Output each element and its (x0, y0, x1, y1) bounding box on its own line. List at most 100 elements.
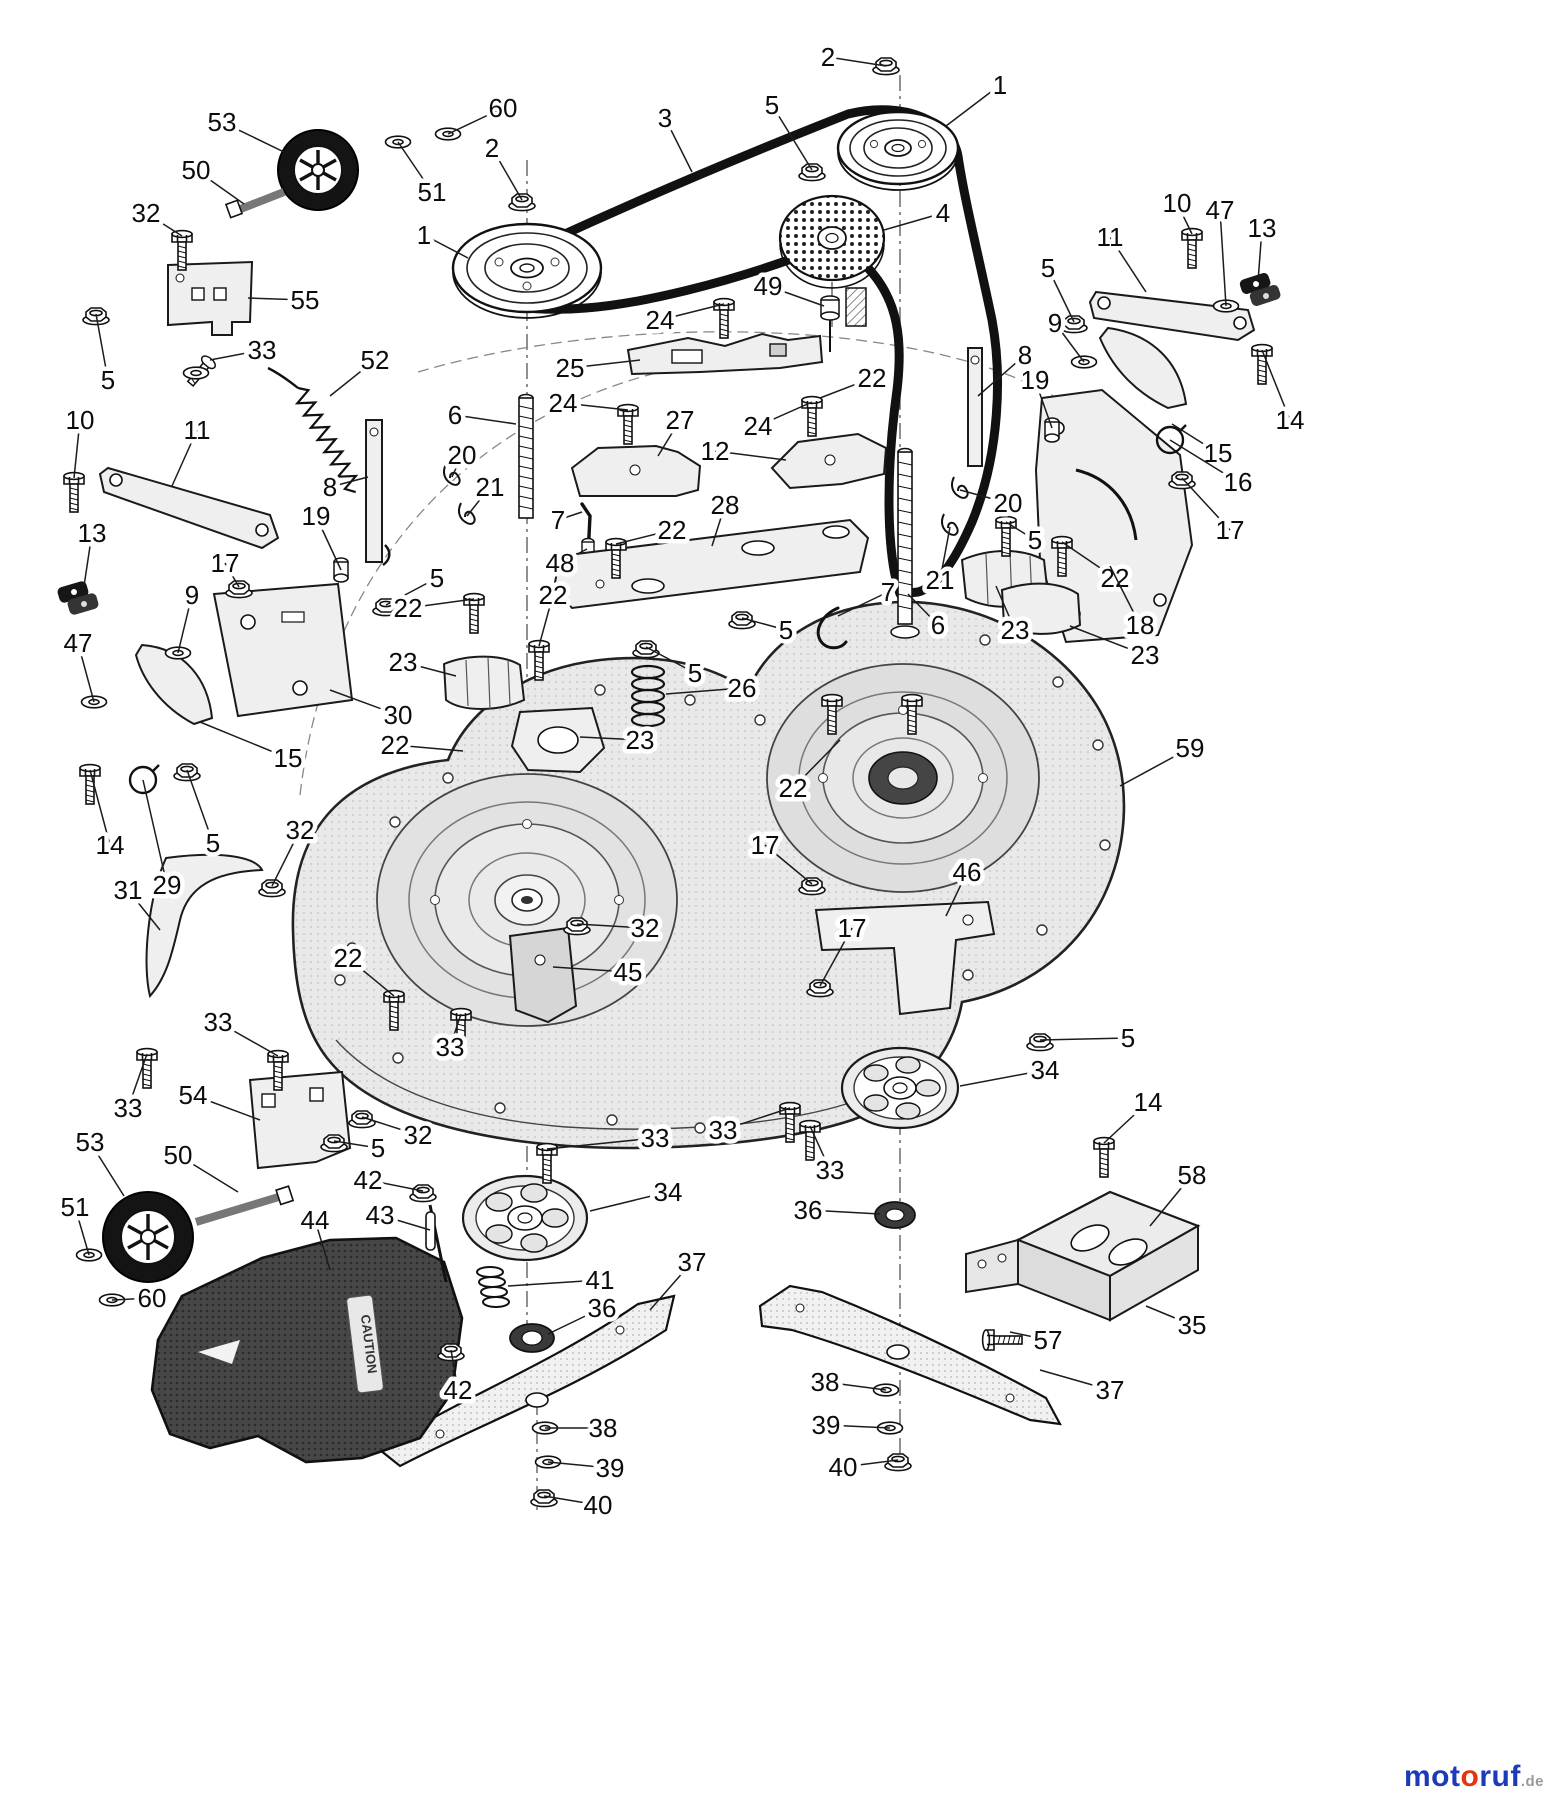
leader-line (659, 303, 725, 321)
callout-50: 50 (182, 155, 211, 185)
idler-bracket-25 (626, 332, 824, 376)
callout-33: 33 (709, 1115, 738, 1145)
drive-belt (463, 105, 1002, 599)
callout-9: 9 (1048, 308, 1062, 338)
leader-line (959, 489, 1009, 504)
callout-4: 4 (936, 198, 950, 228)
leader-line (1257, 227, 1263, 283)
callout-22: 22 (381, 730, 410, 760)
leader-line (546, 1137, 656, 1150)
gauge-wheel-top-left (277, 129, 359, 211)
flange-nut (1060, 315, 1088, 334)
knob-13-right (1239, 273, 1281, 306)
leader-line (1054, 322, 1085, 363)
leader-line (664, 117, 693, 173)
leader-line (447, 107, 504, 135)
wheel-bracket-54 (248, 1070, 352, 1170)
leader-line (939, 526, 951, 581)
callout-23: 23 (1001, 615, 1030, 645)
leader-line (192, 1094, 261, 1121)
callout-14: 14 (1134, 1087, 1163, 1117)
callout-17: 17 (751, 830, 780, 860)
leader-line (1039, 1369, 1111, 1391)
callout-22: 22 (779, 773, 808, 803)
discharge-chute-guard: CAUTION (150, 1204, 464, 1464)
callout-60: 60 (138, 1283, 167, 1313)
extension-spring-52 (267, 366, 391, 566)
pivot-stud-19-right (1044, 417, 1060, 443)
chute-spring-41 (476, 1266, 510, 1308)
leader-line (1069, 625, 1146, 656)
callout-6: 6 (931, 610, 945, 640)
callout-24: 24 (646, 305, 675, 335)
callout-22: 22 (539, 580, 568, 610)
washer (182, 366, 210, 380)
flange-nut (320, 1134, 348, 1153)
wheel-bracket-55 (167, 260, 254, 336)
hex-bolt (1181, 227, 1203, 269)
leader-line (329, 476, 369, 488)
callout-51: 51 (61, 1192, 90, 1222)
bearing-36-right (874, 1201, 916, 1229)
callout-60: 60 (489, 93, 518, 123)
leader-line (819, 377, 873, 399)
wheel-axle-bolt-top (224, 188, 286, 219)
blade-brake-rod-7-right (816, 606, 848, 650)
flange-nut (563, 917, 591, 936)
callout-5: 5 (1121, 1023, 1135, 1053)
callout-20: 20 (994, 488, 1023, 518)
callout-39: 39 (812, 1410, 841, 1440)
knob-13-left (57, 581, 99, 615)
leader-line (195, 169, 245, 205)
mounting-plate-58 (965, 1190, 1201, 1322)
bracket-45 (508, 926, 578, 1024)
leader-line (1103, 1101, 1149, 1144)
leader-line (589, 1191, 669, 1212)
deflector-vane-31 (145, 853, 264, 999)
callout-37: 37 (678, 1247, 707, 1277)
callout-17: 17 (838, 913, 867, 943)
callout-33: 33 (204, 1007, 233, 1037)
bracket-12 (770, 432, 888, 490)
callout-15: 15 (274, 743, 303, 773)
callout-12: 12 (701, 436, 730, 466)
chute-caution-label: CAUTION (358, 1314, 380, 1375)
leader-line (451, 454, 463, 478)
leader-line (569, 359, 641, 369)
flange-nut (173, 763, 201, 782)
flange-nut (508, 193, 536, 212)
leader-line (127, 1053, 148, 1109)
watermark-brand-part1: mot (1403, 1760, 1461, 1793)
callout-11: 11 (184, 415, 211, 445)
leader-line (1047, 267, 1075, 323)
leader-line (665, 687, 743, 695)
leader-line (562, 402, 629, 411)
leader-line (367, 1179, 424, 1192)
callout-33: 33 (114, 1093, 143, 1123)
leader-line (547, 1461, 611, 1469)
callout-47: 47 (64, 628, 93, 658)
leader-line (1039, 1037, 1129, 1041)
leader-line (186, 769, 214, 844)
leader-line (543, 1495, 599, 1506)
leader-line (397, 141, 433, 193)
leader-line (741, 617, 787, 631)
leader-line (1009, 1331, 1049, 1341)
leader-line (402, 661, 457, 677)
callout-7: 7 (551, 505, 565, 535)
leader-line (827, 56, 887, 67)
callout-34: 34 (1031, 1055, 1060, 1085)
wheel-axle-bolt-bottom (194, 1185, 295, 1226)
callout-33: 33 (436, 1032, 465, 1062)
flange-nut (1168, 471, 1196, 490)
leader-line (329, 689, 399, 716)
callout-8: 8 (1018, 340, 1032, 370)
leader-line (83, 532, 93, 587)
leader-line (127, 889, 161, 931)
callout-14: 14 (96, 830, 125, 860)
spindle-plate-34-left (461, 1174, 589, 1262)
suspension-arm-right-11 (1088, 290, 1256, 342)
watermark-brand-accent: o (1460, 1760, 1480, 1793)
compression-spring-26 (630, 664, 666, 728)
